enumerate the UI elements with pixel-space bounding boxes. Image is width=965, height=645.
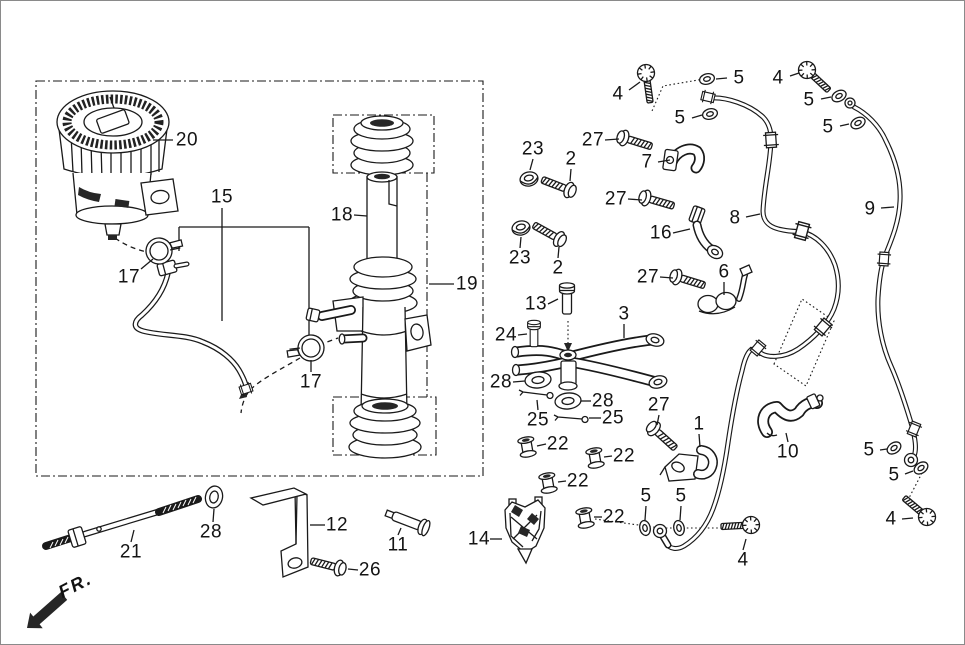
leader-line [904, 470, 914, 475]
leader-line [627, 198, 643, 201]
leader-line [130, 529, 135, 543]
leader-line [672, 228, 691, 234]
banjo-bolt-part-4c [719, 515, 761, 536]
bracket-part-12 [249, 487, 309, 578]
leader-line [529, 158, 534, 171]
hose-clamp-part-7 [662, 143, 705, 174]
sealing-washer-part-5 [671, 518, 687, 538]
guide-part-14 [504, 496, 546, 565]
leader-line [691, 114, 703, 119]
push-rod-part-21 [42, 495, 202, 550]
leader-line [785, 432, 789, 443]
leader-line [656, 414, 660, 426]
washer-part-28b [553, 391, 583, 411]
fluid-reservoir-part-20 [56, 90, 179, 240]
dotted-reference-lines [564, 78, 923, 529]
brake-hose-part-8 [652, 88, 841, 551]
flange-bolt-part-2b [529, 217, 570, 251]
leader-line [212, 508, 215, 523]
leader-line [347, 568, 359, 571]
flange-bolt-part-27c [667, 266, 708, 294]
clevis-pin-part-11 [384, 509, 431, 537]
leader-line [547, 298, 559, 305]
flange-nut-part-23a [518, 169, 540, 189]
brake-hose-part-9 [844, 97, 924, 468]
sealing-washer-part-5 [884, 438, 904, 458]
leader-line [880, 206, 895, 209]
leader-line [557, 246, 560, 259]
leader-line [603, 455, 613, 458]
leader-line [557, 480, 567, 483]
leader-line [901, 517, 914, 520]
bracket-lines-part-15 [178, 208, 310, 339]
leader-line [353, 214, 368, 217]
flange-bolt-part-26 [308, 552, 349, 579]
flange-bolt-part-2a [538, 171, 580, 201]
leader-line [519, 236, 522, 249]
leader-line [397, 527, 402, 536]
leader-line [742, 538, 747, 551]
leader-line [659, 276, 674, 279]
joint-pin-part-13 [558, 282, 576, 315]
flange-bolt-part-27b [636, 187, 677, 215]
bushing-part-22a [516, 435, 538, 459]
joint-bracket-part-16 [688, 205, 724, 260]
leader-line [536, 399, 539, 411]
leader-line [839, 123, 850, 127]
leader-line [512, 380, 526, 383]
leader-line [745, 213, 761, 218]
flange-bolt-part-27d [642, 417, 682, 455]
sealing-washer-part-5 [848, 114, 868, 132]
brake-arm-part-3 [510, 333, 668, 391]
leader-line [140, 258, 154, 270]
clamp-part-10 [757, 393, 824, 438]
fr-arrow-icon [27, 592, 68, 629]
clamp-bracket-part-1 [659, 445, 718, 482]
leader-line [679, 505, 682, 521]
leader-line [569, 168, 572, 182]
leader-line [879, 448, 888, 451]
flange-nut-part-23b [510, 218, 532, 238]
down-arrow-icon [564, 343, 572, 352]
leader-line [657, 159, 671, 163]
sealing-washer-part-5 [697, 71, 717, 87]
banjo-bolt-part-4a [635, 62, 660, 105]
leader-line [789, 72, 800, 77]
joint-pin-part-24 [527, 319, 541, 348]
bushing-part-22b [584, 446, 606, 470]
clamp-part-6 [697, 264, 753, 315]
bushing-part-22c [537, 471, 559, 495]
leader-line [604, 138, 620, 141]
master-cylinder-part-19 [305, 115, 432, 459]
cotter-pin-part-25a [518, 389, 554, 400]
sealing-washer-part-5 [637, 518, 653, 538]
leader-line [715, 77, 728, 80]
hose-clamp-part-17b [285, 330, 327, 364]
leader-line [628, 81, 641, 91]
washer-part-28c [204, 485, 224, 509]
piston-rod-part-18 [366, 176, 398, 262]
leader-line [820, 96, 832, 100]
reservoir-hose-part-15 [132, 259, 255, 398]
bushing-part-22d [574, 506, 596, 530]
leader-lines [130, 72, 914, 571]
leader-line [536, 443, 547, 447]
cotter-pin-part-25b [553, 414, 589, 424]
banjo-bolt-part-4b [794, 57, 836, 98]
dashed-reference-lines [109, 222, 339, 414]
sealing-washer-part-5 [700, 106, 720, 122]
flange-bolt-part-27a [614, 127, 655, 155]
leader-line [517, 333, 528, 336]
leader-line [644, 505, 647, 521]
banjo-bolt-part-4d [897, 490, 940, 530]
leader-line [698, 433, 701, 448]
